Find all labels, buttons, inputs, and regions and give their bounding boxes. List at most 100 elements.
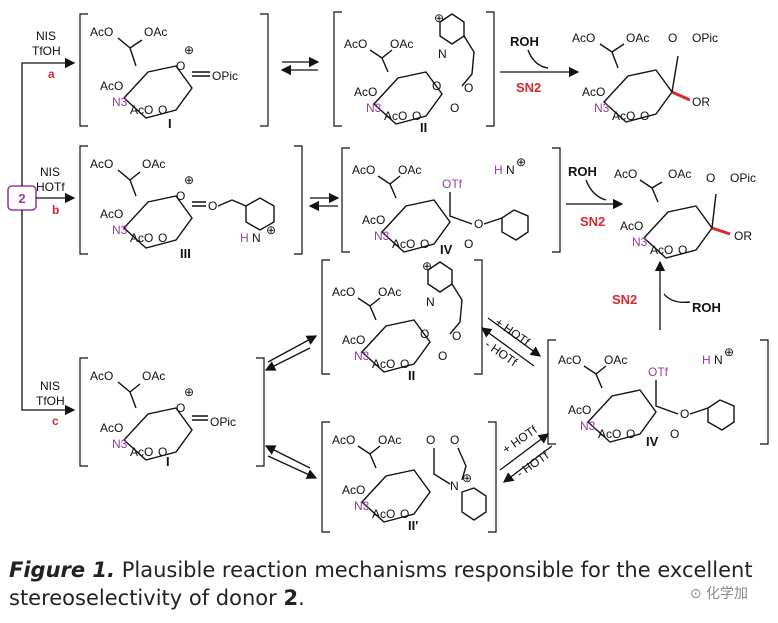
svg-text:O: O <box>412 109 421 123</box>
product-row-b: AcO OAc O OPic OR AcO N3 AcO O <box>614 167 756 259</box>
svg-text:OAc: OAc <box>626 31 649 45</box>
reaction-scheme: 2 NIS TfOH a NIS HOTf b NIS TfOH c AcO O… <box>7 11 769 533</box>
cond-b-line1: NIS <box>40 165 60 179</box>
svg-text:AcO: AcO <box>620 219 643 233</box>
compound-IIprime-id: II' <box>408 518 418 533</box>
wechat-icon: ⊙ <box>689 586 702 602</box>
svg-text:AcO: AcO <box>130 231 153 245</box>
svg-text:AcO: AcO <box>130 103 153 117</box>
svg-text:O: O <box>450 101 459 115</box>
route-a-arrow <box>21 57 76 186</box>
svg-text:AcO: AcO <box>100 421 123 435</box>
svg-text:AcO: AcO <box>572 31 595 45</box>
svg-text:O: O <box>400 507 409 521</box>
route-b-label: b <box>52 203 59 217</box>
svg-text:AcO: AcO <box>130 445 153 459</box>
svg-text:O: O <box>208 199 217 213</box>
svg-text:O: O <box>400 357 409 371</box>
sn2-label-c: SN2 <box>612 292 637 307</box>
svg-text:⊕: ⊕ <box>422 259 432 273</box>
svg-text:AcO: AcO <box>332 285 355 299</box>
plus-hotf-lower: + HOTf <box>500 422 541 456</box>
svg-text:O: O <box>432 79 441 93</box>
svg-text:O: O <box>706 171 715 185</box>
svg-text:N3: N3 <box>594 101 610 115</box>
svg-text:AcO: AcO <box>598 427 621 441</box>
svg-text:AcO: AcO <box>352 163 375 177</box>
svg-text:AcO: AcO <box>650 243 673 257</box>
svg-text:⊕: ⊕ <box>266 223 276 237</box>
caption-end: . <box>298 586 305 610</box>
figure-caption: Figure 1. Plausible reaction mechanisms … <box>9 556 769 612</box>
svg-text:AcO: AcO <box>582 85 605 99</box>
svg-text:⊕: ⊕ <box>184 173 194 187</box>
svg-text:AcO: AcO <box>342 333 365 347</box>
svg-text:O: O <box>670 427 679 441</box>
svg-text:O: O <box>640 109 649 123</box>
compound-I-row-a: AcO OAc ⊕ O OPic AcO N3 AcO O I <box>79 13 269 131</box>
svg-text:H: H <box>240 231 249 245</box>
svg-text:O: O <box>450 433 459 447</box>
svg-text:OAc: OAc <box>378 433 401 447</box>
svg-text:O: O <box>420 327 429 341</box>
svg-text:N3: N3 <box>354 499 370 513</box>
svg-text:O: O <box>464 81 473 95</box>
cond-b-line2: HOTf <box>36 180 65 194</box>
svg-text:N3: N3 <box>112 437 128 451</box>
compound-III-id: III <box>180 246 191 261</box>
compound-I-c-id: I <box>166 454 170 469</box>
svg-text:N3: N3 <box>632 235 648 249</box>
svg-text:O: O <box>176 59 185 73</box>
svg-text:⊕: ⊕ <box>184 385 194 399</box>
svg-text:ROH: ROH <box>568 164 597 179</box>
svg-text:O: O <box>626 427 635 441</box>
cond-c-line1: NIS <box>40 379 60 393</box>
svg-text:OR: OR <box>692 95 710 109</box>
svg-text:OAc: OAc <box>668 167 691 181</box>
svg-text:OPic: OPic <box>692 31 718 45</box>
compound-I-a-id: I <box>168 116 172 131</box>
svg-text:O: O <box>474 217 483 231</box>
svg-text:AcO: AcO <box>344 37 367 51</box>
svg-text:ROH: ROH <box>692 300 721 315</box>
svg-text:AcO: AcO <box>392 237 415 251</box>
figure-number: Figure 1. <box>9 558 116 582</box>
svg-text:⊕: ⊕ <box>184 43 194 57</box>
svg-text:AcO: AcO <box>100 207 123 221</box>
cond-a-line2: TfOH <box>32 44 61 58</box>
route-c-label: c <box>52 414 59 428</box>
start-compound-label: 2 <box>18 191 25 206</box>
svg-text:N: N <box>252 231 261 245</box>
svg-text:H: H <box>494 163 503 177</box>
compound-II-a-id: II <box>420 120 427 135</box>
compound-I-row-c: AcO OAc ⊕ O OPic AcO N3 AcO O I <box>79 357 265 469</box>
svg-text:N3: N3 <box>112 95 128 109</box>
svg-text:OAc: OAc <box>604 353 627 367</box>
svg-text:OPic: OPic <box>212 69 238 83</box>
svg-text:O: O <box>668 31 677 45</box>
svg-text:⊕: ⊕ <box>724 345 734 359</box>
svg-text:⊕: ⊕ <box>462 471 472 485</box>
route-c-arrow <box>21 210 76 416</box>
svg-text:AcO: AcO <box>612 109 635 123</box>
svg-text:O: O <box>680 407 689 421</box>
svg-text:OAc: OAc <box>390 37 413 51</box>
compound-IV-b-id: IV <box>440 242 453 257</box>
svg-text:O: O <box>176 401 185 415</box>
svg-text:OAc: OAc <box>144 25 167 39</box>
compound-IV-c-id: IV <box>646 434 659 449</box>
sn2-label-b: SN2 <box>580 214 605 229</box>
compound-II-row-a: AcO OAc N ⊕ O O AcO N3 AcO O O II <box>333 11 495 135</box>
svg-text:N3: N3 <box>580 419 596 433</box>
compound-II-row-c: AcO OAc N ⊕ O O AcO N3 AcO O O II <box>321 259 483 383</box>
compound-IIprime: AcO OAc O O N ⊕ AcO N3 AcO O II' <box>321 421 497 533</box>
svg-text:ROH: ROH <box>510 34 539 49</box>
start-compound: 2 <box>7 185 37 211</box>
svg-text:⊕: ⊕ <box>434 11 444 25</box>
svg-text:O: O <box>176 189 185 203</box>
svg-text:O: O <box>452 329 461 343</box>
svg-text:AcO: AcO <box>90 369 113 383</box>
svg-text:H: H <box>702 353 711 367</box>
svg-text:AcO: AcO <box>332 433 355 447</box>
svg-text:N3: N3 <box>366 101 382 115</box>
